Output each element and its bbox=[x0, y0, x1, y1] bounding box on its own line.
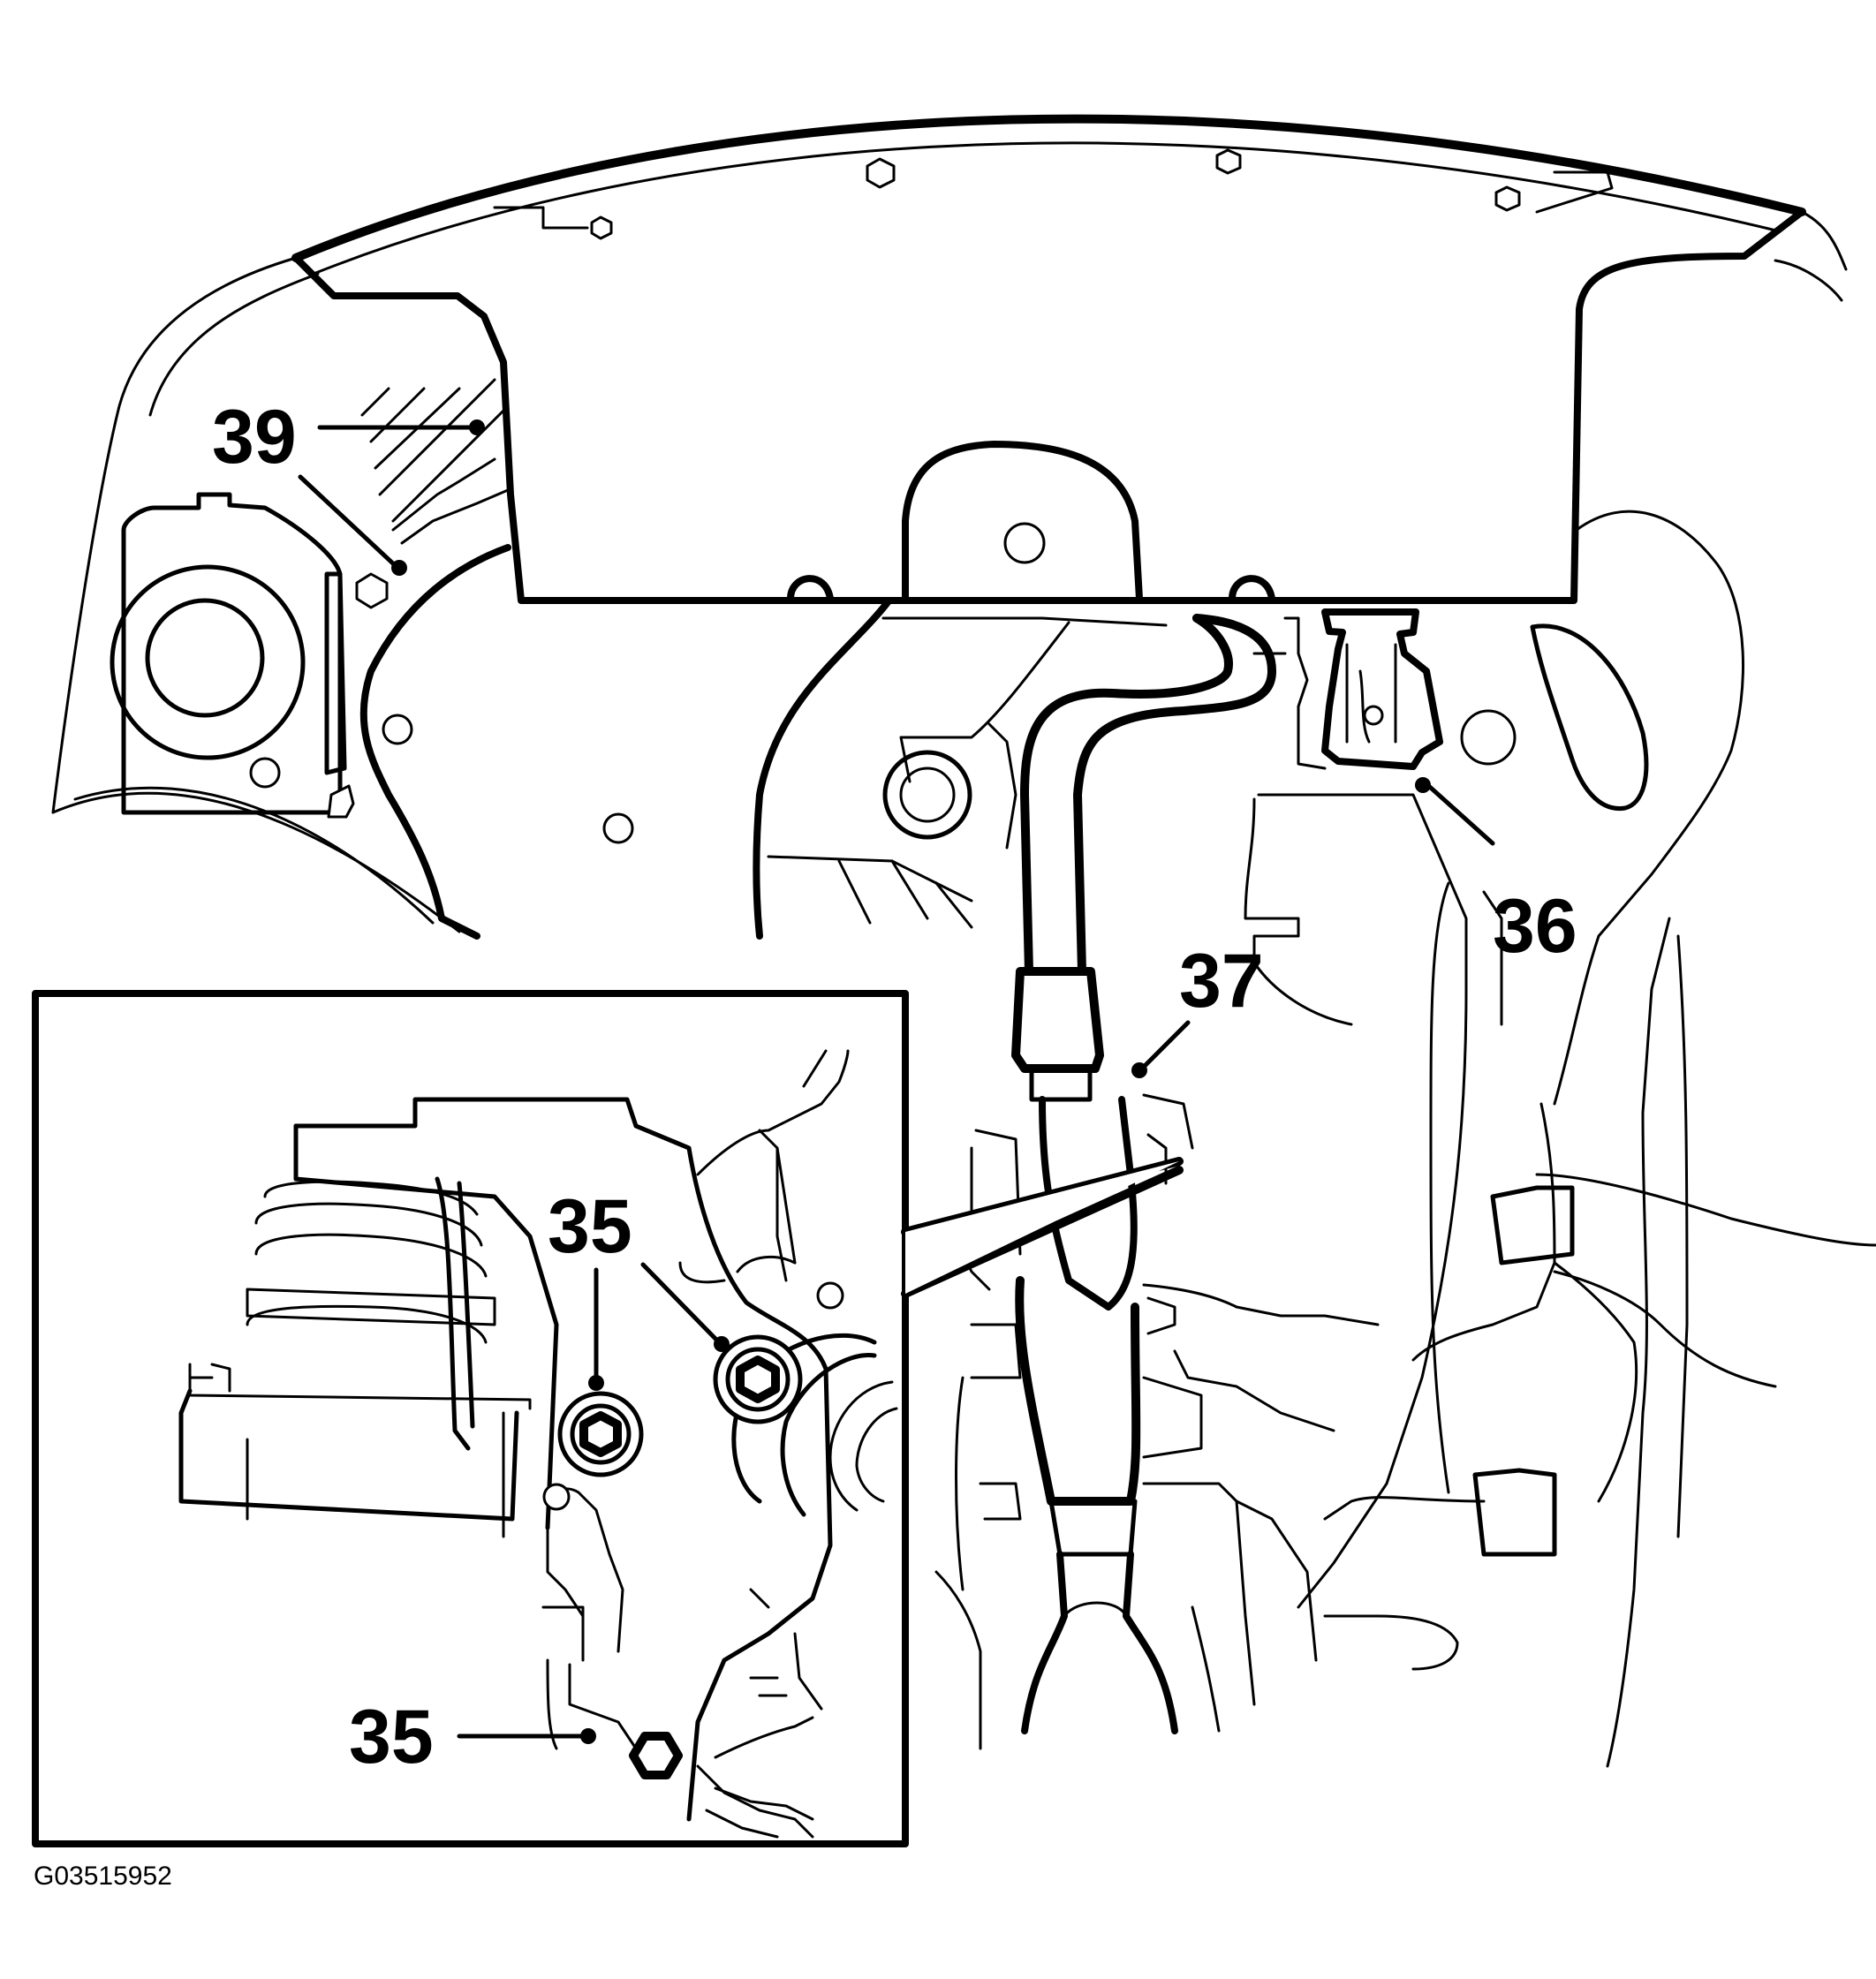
callout-36: 36 bbox=[1493, 884, 1577, 969]
coolant-hose bbox=[1011, 614, 1276, 1734]
mount-bolt-lower bbox=[629, 1732, 683, 1779]
callout-35-upper: 35 bbox=[548, 1184, 632, 1269]
liner-bolt bbox=[590, 215, 613, 240]
callout-36-group: 36 bbox=[1415, 777, 1577, 969]
center-subframe bbox=[753, 599, 1168, 940]
figure-id: G03515952 bbox=[34, 1862, 172, 1891]
fender-liner bbox=[291, 114, 1848, 604]
callout-37: 37 bbox=[1179, 939, 1264, 1023]
liner-bolt bbox=[1494, 185, 1521, 212]
center-lower-casting bbox=[934, 1093, 1459, 1750]
mount-bolt-upper-right bbox=[713, 1334, 803, 1424]
callout-39-group: 39 bbox=[212, 395, 485, 576]
callout-35-lower-group: 35 bbox=[349, 1695, 596, 1779]
mount-bolt-upper-left bbox=[557, 1391, 644, 1477]
liner-bolt bbox=[1215, 148, 1242, 175]
liner-bolt bbox=[866, 157, 896, 189]
callout-35-upper-group: 35 bbox=[548, 1184, 730, 1391]
right-lower-arm bbox=[1244, 510, 1876, 1768]
callout-37-group: 37 bbox=[1131, 939, 1264, 1078]
connector-bracket bbox=[1252, 608, 1443, 770]
left-mount-assembly bbox=[51, 256, 634, 940]
callout-39: 39 bbox=[212, 395, 297, 480]
callout-35-lower: 35 bbox=[349, 1695, 434, 1779]
inset-detail bbox=[32, 990, 1184, 1847]
shield-bracket-tab bbox=[787, 441, 1275, 602]
